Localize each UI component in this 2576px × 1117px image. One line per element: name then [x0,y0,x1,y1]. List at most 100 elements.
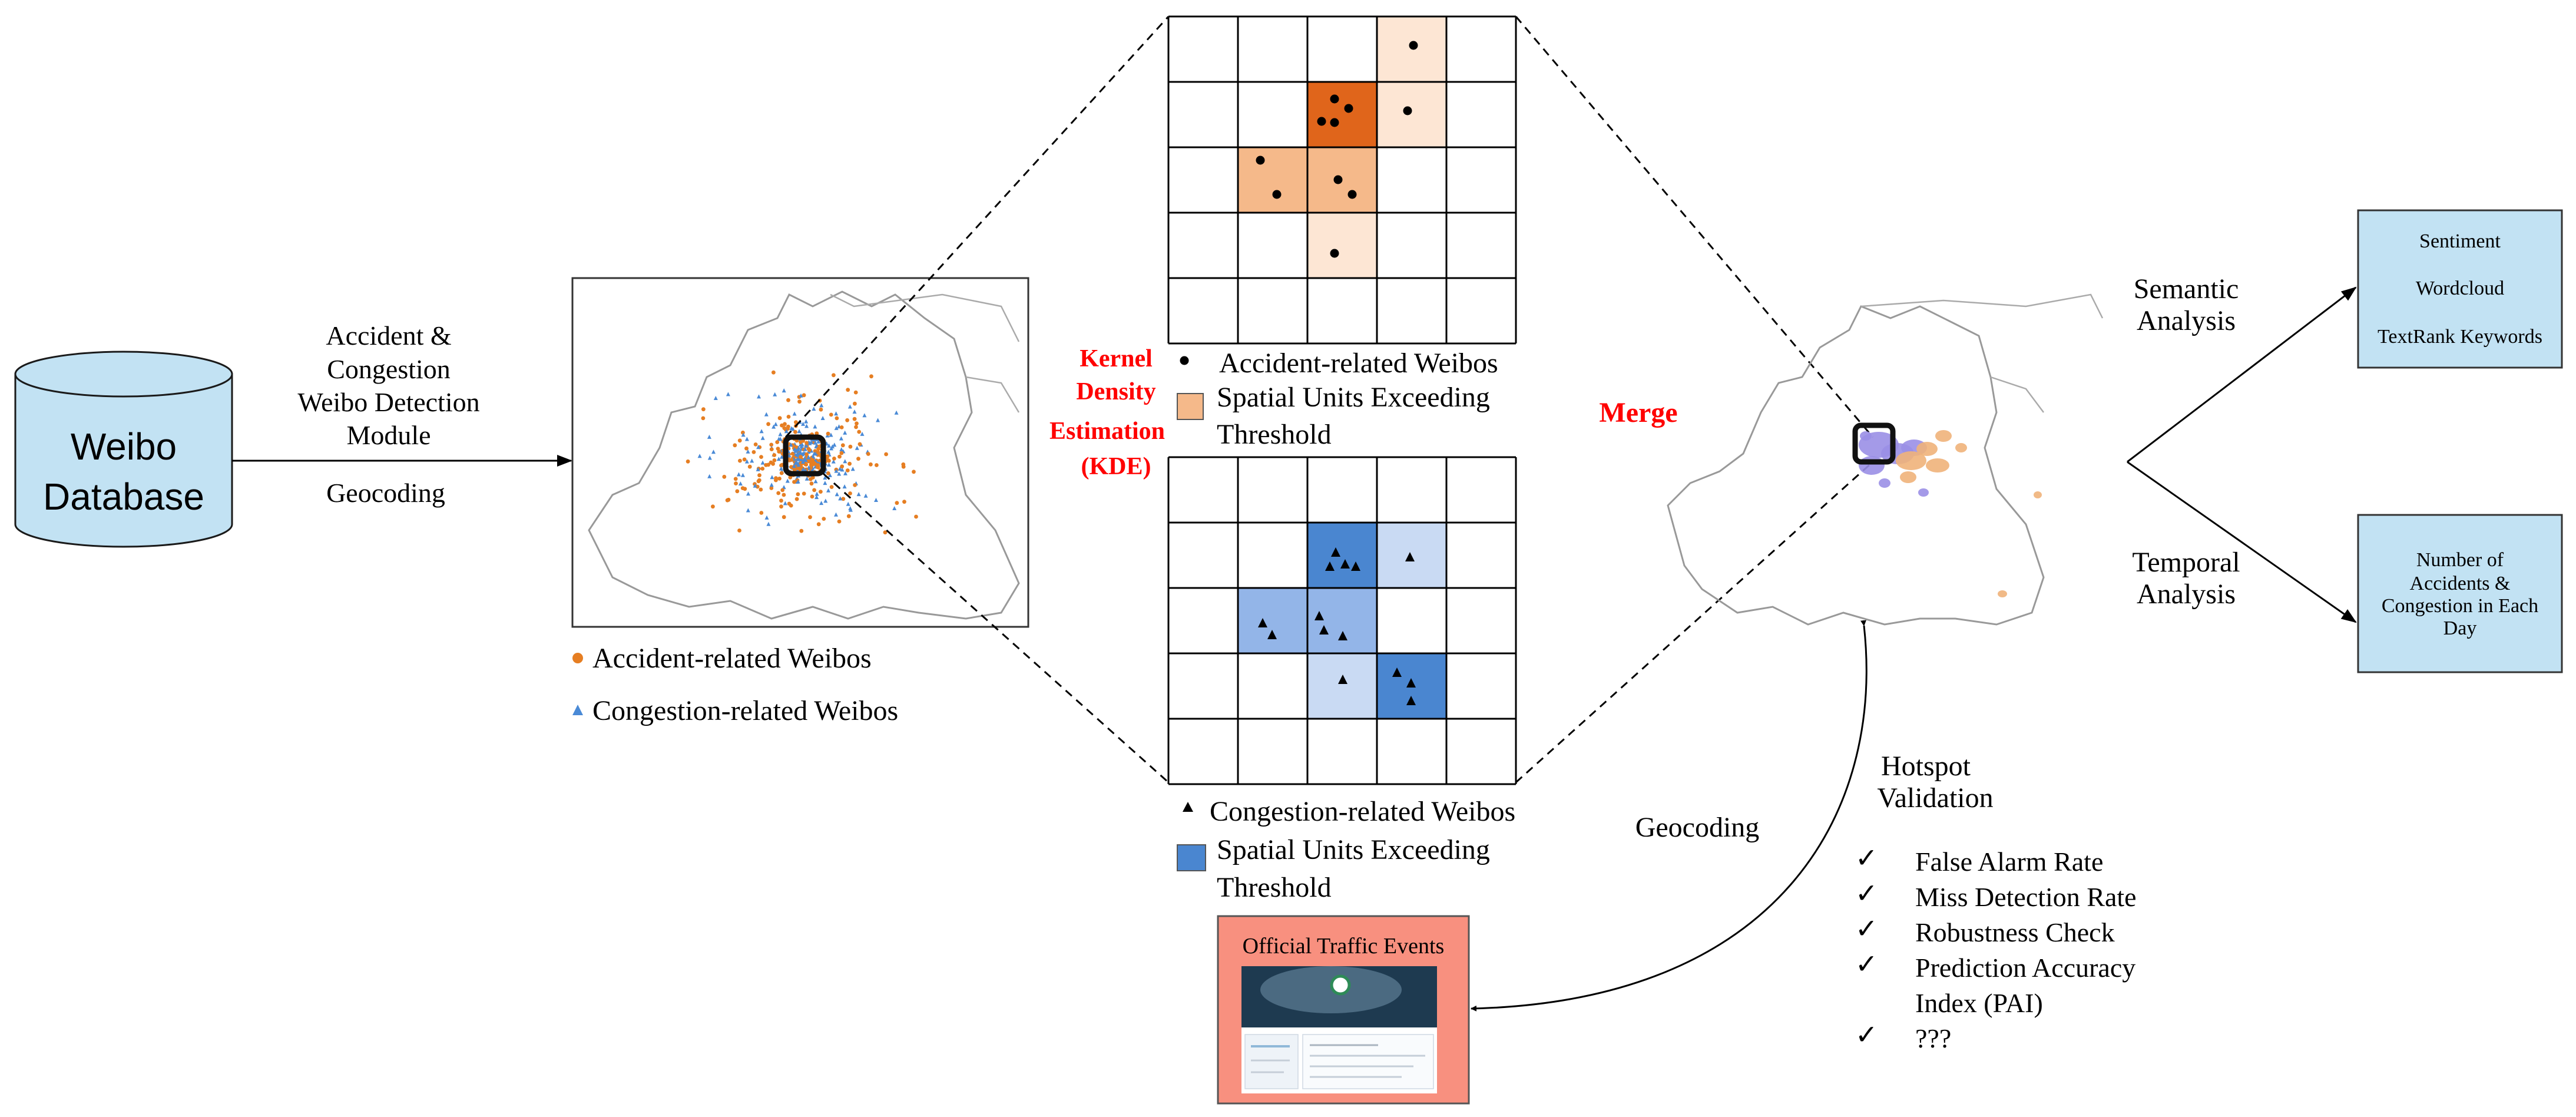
map-congestion-point [797,429,802,434]
congestion-point [1392,667,1402,677]
map-accident-point [869,462,873,467]
map-congestion-point [756,467,760,471]
map-congestion-point [738,481,743,486]
map-congestion-point [842,484,847,489]
congestion-point [1325,561,1335,571]
map-accident-point [759,487,763,492]
grid-cell-highlight [1307,653,1377,719]
map-congestion-point [753,483,757,488]
map-accident-point [779,471,784,475]
map-congestion-point [799,457,803,461]
map-accident-point [779,504,783,509]
map-congestion-point [804,424,809,428]
map-accident-point [832,373,836,378]
map-congestion-point [850,467,855,471]
temporal-box-line-2: Accidents & [2410,573,2511,594]
database-label-line1: Weibo [71,425,177,468]
zoom-line-top-right [1515,16,1874,438]
map-accident-point [802,393,806,398]
map-accident-point [845,418,849,422]
map-accident-point [812,488,816,493]
map-congestion-point [823,475,827,480]
map-congestion-point [769,483,774,487]
map-congestion-point [789,442,793,447]
grid-cell-highlight [1238,147,1307,213]
hotspot-blob [1900,471,1916,483]
map-congestion-point [874,498,878,502]
map-congestion-point [814,444,819,448]
accident-unit-swatch [1177,393,1204,420]
map-legend-congestion: Congestion-related Weibos [592,695,898,726]
map-congestion-point [838,496,843,501]
map-accident-point [846,388,850,392]
kde-line-3: Estimation [1049,418,1165,445]
map-congestion-point [773,422,778,427]
map-accident-point [853,401,857,406]
official-screenshot-glow [1260,966,1402,1013]
map-congestion-point [831,459,836,464]
weibo-scatter-map [571,277,1029,628]
map-accident-point [757,478,761,483]
congestion-point [1351,561,1360,571]
merge-label: Merge [1599,397,1677,428]
map-congestion-point [834,425,839,430]
map-congestion-point [819,403,824,408]
semantic-item-textrank: TextRank Keywords [2378,326,2542,348]
map-accident-point [840,464,845,469]
accident-point [1330,249,1339,258]
map-congestion-point [740,472,745,477]
map-congestion-point [827,443,831,448]
accident-point [1330,94,1339,104]
map-congestion-point [726,392,730,396]
map-congestion-point [773,392,777,396]
map-accident-point [829,412,833,417]
map-accident-point [740,486,745,490]
hotspot-blob [1926,458,1949,472]
accident-point [1317,117,1326,126]
congestion-grid-legend: Congestion-related Weibos Spatial Units … [1177,796,1515,903]
map-congestion-point [772,424,776,429]
validation-item-robustness: Robustness Check [1915,917,2115,947]
map-accident-point [774,478,778,483]
map-accident-point [782,426,787,431]
map-accident-point [786,398,790,402]
congestion-point [1405,552,1415,561]
map-accident-point [809,460,813,465]
official-title: Official Traffic Events [1243,934,1445,959]
map-congestion-point [793,448,798,453]
congestion-grid-lines [1167,456,1517,785]
map-accident-point [914,514,918,519]
map-congestion-point [813,424,817,429]
map-congestion-point [783,501,787,505]
temporal-line-1: Temporal [2132,547,2240,578]
check-icon: ✓ [1855,949,1878,979]
merged-hotspot-blobs [1859,430,2042,597]
hotspot-validation: Hotspot Validation ✓ False Alarm Rate ✓ … [1855,751,2137,1053]
map-accident-point [738,458,742,463]
map-congestion-point [804,476,809,481]
map-accident-point [848,444,853,449]
map-congestion-point [823,498,828,503]
detection-line-1: Accident & [326,320,451,351]
map-congestion-point [744,459,749,464]
map-congestion-point [839,447,844,452]
map-congestion-point [746,491,750,496]
map-accident-point [799,528,804,533]
congestion-point-icon [1183,802,1193,812]
map-congestion-point [839,436,843,441]
map-congestion-point [814,495,819,500]
map-congestion-point [801,467,806,471]
congestion-unit-swatch [1177,844,1206,871]
map-congestion-point [894,410,899,415]
detection-line-3: Weibo Detection [297,387,479,417]
map-accident-point [829,485,834,489]
congestion-point [1338,675,1347,684]
detection-line-4: Module [346,420,431,450]
map-congestion-point [812,407,816,411]
map-congestion-point [846,501,850,506]
map-congestion-point [764,515,769,520]
map-accident-point [793,429,797,434]
map-congestion-point [823,481,827,485]
validation-item-miss-detection: Miss Detection Rate [1915,882,2137,912]
accident-grid-cells [1238,16,1446,278]
